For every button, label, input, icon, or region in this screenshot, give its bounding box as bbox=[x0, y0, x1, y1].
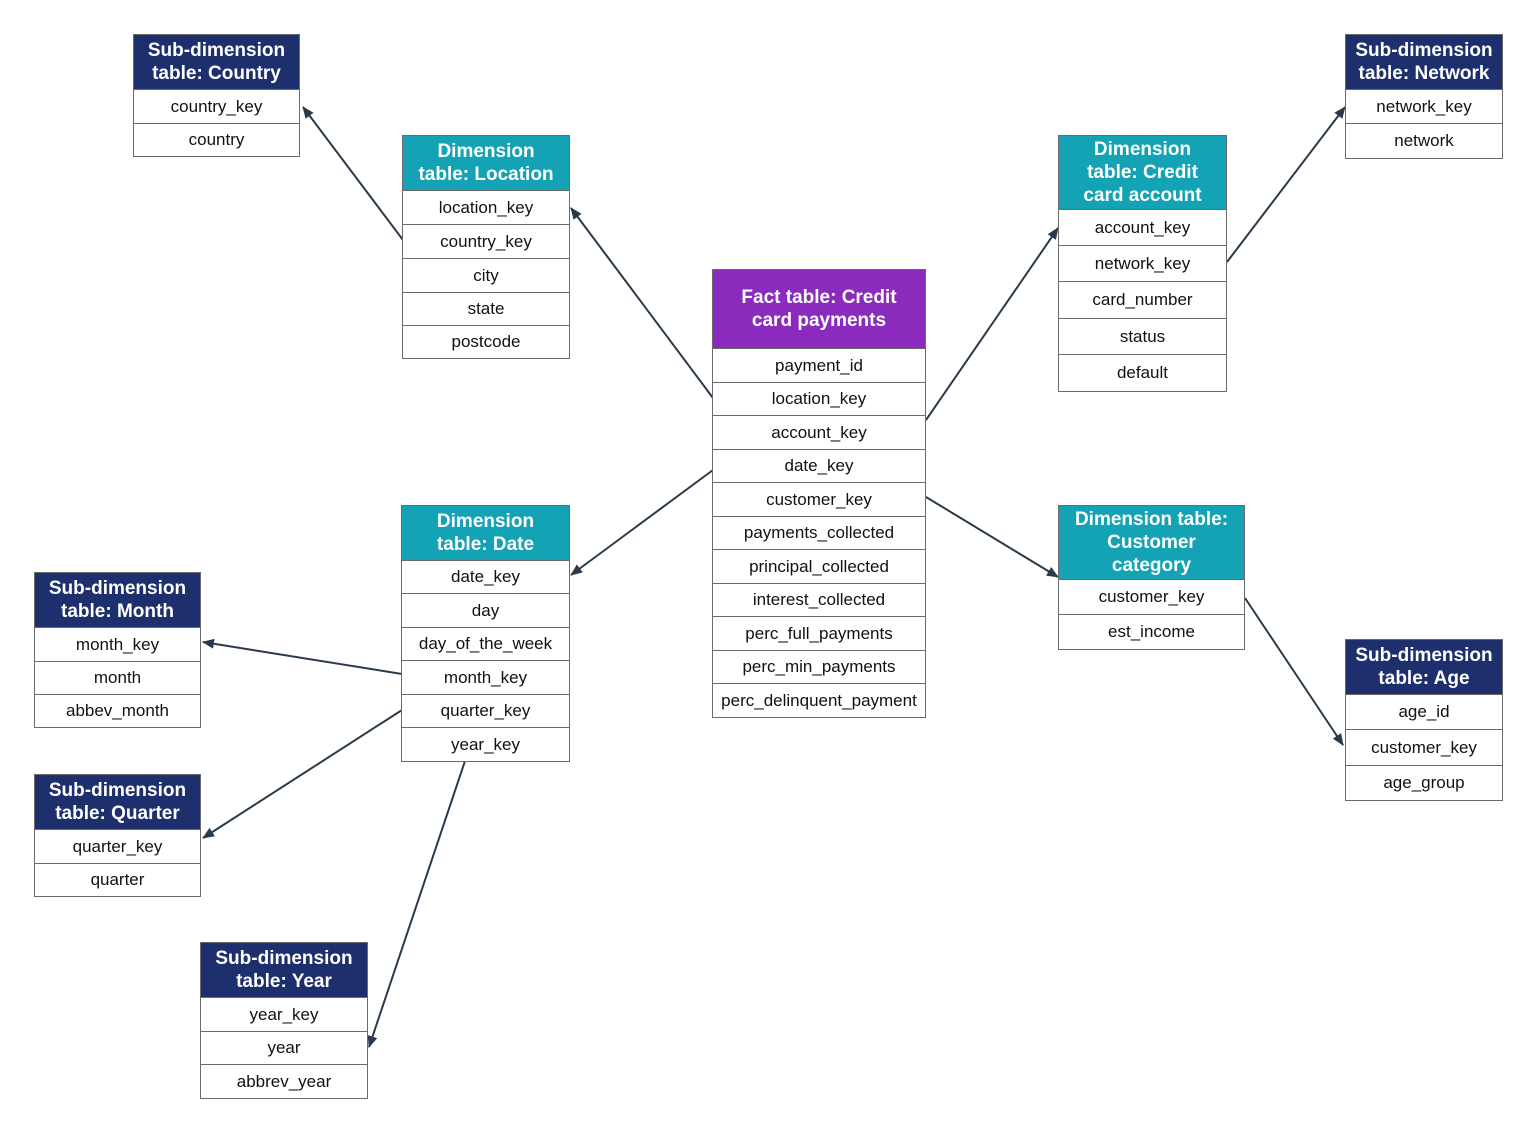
table-quarter-header: Sub-dimension table: Quarter bbox=[35, 775, 200, 829]
field-country-key: country_key bbox=[403, 224, 569, 258]
field-abbrev-year: abbrev_year bbox=[201, 1064, 367, 1098]
field-quarter-key: quarter_key bbox=[402, 694, 569, 727]
field-perc-delinquent-payment: perc_delinquent_payment bbox=[713, 683, 925, 717]
field-perc-min-payments: perc_min_payments bbox=[713, 650, 925, 683]
connector-fact-to-date bbox=[570, 469, 714, 576]
table-account: Dimension table: Credit card account acc… bbox=[1058, 135, 1227, 392]
field-account-key: account_key bbox=[713, 415, 925, 449]
connector-fact-to-location bbox=[570, 207, 714, 399]
field-card-number: card_number bbox=[1059, 281, 1226, 318]
field-date-key: date_key bbox=[402, 560, 569, 593]
connector-date-to-month bbox=[202, 638, 403, 675]
table-customer: Dimension table: Customer category custo… bbox=[1058, 505, 1245, 650]
table-account-header: Dimension table: Credit card account bbox=[1059, 136, 1226, 209]
field-country-key: country_key bbox=[134, 89, 299, 123]
field-network: network bbox=[1346, 123, 1502, 158]
field-country: country bbox=[134, 123, 299, 156]
field-year-key: year_key bbox=[402, 727, 569, 761]
field-postcode: postcode bbox=[403, 325, 569, 358]
field-payment-id: payment_id bbox=[713, 348, 925, 382]
table-network: Sub-dimension table: Network network_key… bbox=[1345, 34, 1503, 159]
table-date: Dimension table: Date date_key day day_o… bbox=[401, 505, 570, 762]
table-fact: Fact table: Credit card payments payment… bbox=[712, 269, 926, 718]
table-customer-header: Dimension table: Customer category bbox=[1059, 506, 1244, 579]
table-age: Sub-dimension table: Age age_id customer… bbox=[1345, 639, 1503, 801]
connector-customer-to-age bbox=[1244, 597, 1344, 746]
field-month: month bbox=[35, 661, 200, 694]
table-date-header: Dimension table: Date bbox=[402, 506, 569, 560]
field-quarter-key: quarter_key bbox=[35, 829, 200, 863]
field-perc-full-payments: perc_full_payments bbox=[713, 616, 925, 650]
field-state: state bbox=[403, 292, 569, 325]
field-day-of-the-week: day_of_the_week bbox=[402, 627, 569, 660]
field-status: status bbox=[1059, 318, 1226, 354]
table-month-header: Sub-dimension table: Month bbox=[35, 573, 200, 627]
field-city: city bbox=[403, 258, 569, 292]
table-location-header: Dimension table: Location bbox=[403, 136, 569, 190]
table-age-header: Sub-dimension table: Age bbox=[1346, 640, 1502, 694]
connector-account-to-network bbox=[1226, 106, 1346, 263]
field-month-key: month_key bbox=[35, 627, 200, 661]
field-year: year bbox=[201, 1031, 367, 1064]
field-abbev-month: abbev_month bbox=[35, 694, 200, 727]
table-country: Sub-dimension table: Country country_key… bbox=[133, 34, 300, 157]
field-age-id: age_id bbox=[1346, 694, 1502, 729]
table-year: Sub-dimension table: Year year_key year … bbox=[200, 942, 368, 1099]
field-location-key: location_key bbox=[403, 190, 569, 224]
connector-date-to-quarter bbox=[202, 709, 403, 839]
table-location: Dimension table: Location location_key c… bbox=[402, 135, 570, 359]
table-fact-header: Fact table: Credit card payments bbox=[713, 270, 925, 348]
field-default: default bbox=[1059, 354, 1226, 391]
field-network-key: network_key bbox=[1346, 89, 1502, 123]
field-est-income: est_income bbox=[1059, 614, 1244, 649]
field-customer-key: customer_key bbox=[1059, 579, 1244, 614]
table-year-header: Sub-dimension table: Year bbox=[201, 943, 367, 997]
field-payments-collected: payments_collected bbox=[713, 516, 925, 549]
field-interest-collected: interest_collected bbox=[713, 583, 925, 616]
field-account-key: account_key bbox=[1059, 209, 1226, 245]
connector-date-to-year bbox=[367, 760, 466, 1048]
table-month: Sub-dimension table: Month month_key mon… bbox=[34, 572, 201, 728]
field-network-key: network_key bbox=[1059, 245, 1226, 281]
field-year-key: year_key bbox=[201, 997, 367, 1031]
connector-location-to-country bbox=[302, 106, 404, 241]
field-day: day bbox=[402, 593, 569, 627]
field-principal-collected: principal_collected bbox=[713, 549, 925, 583]
field-quarter: quarter bbox=[35, 863, 200, 896]
field-customer-key: customer_key bbox=[713, 482, 925, 516]
connector-fact-to-account bbox=[925, 227, 1059, 421]
table-quarter: Sub-dimension table: Quarter quarter_key… bbox=[34, 774, 201, 897]
field-customer-key: customer_key bbox=[1346, 729, 1502, 765]
field-date-key: date_key bbox=[713, 449, 925, 482]
connector-fact-to-customer bbox=[925, 496, 1059, 578]
field-age-group: age_group bbox=[1346, 765, 1502, 800]
table-country-header: Sub-dimension table: Country bbox=[134, 35, 299, 89]
field-month-key: month_key bbox=[402, 660, 569, 694]
field-location-key: location_key bbox=[713, 382, 925, 415]
table-network-header: Sub-dimension table: Network bbox=[1346, 35, 1502, 89]
